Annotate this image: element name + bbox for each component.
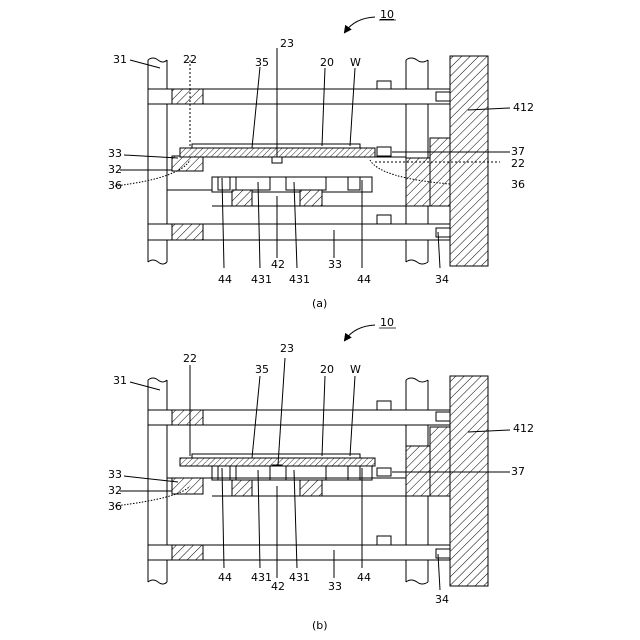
label-20: 20 — [320, 56, 334, 69]
label-22-right: 22 — [511, 157, 525, 170]
label-W: W — [350, 56, 361, 69]
figure-a: 10 — [108, 8, 534, 310]
label-36-right: 36 — [511, 178, 525, 191]
label-44-right: 44 — [357, 273, 371, 286]
label-33-bottom-b: 33 — [328, 580, 342, 593]
caption-b: (b) — [312, 619, 328, 632]
top-shelf-block — [172, 89, 203, 104]
label-33-bottom: 33 — [328, 258, 342, 271]
caption-a: (a) — [312, 297, 327, 310]
label-431-left: 431 — [251, 273, 272, 286]
label-35: 35 — [255, 56, 269, 69]
label-35-b: 35 — [255, 363, 269, 376]
label-44-left: 44 — [218, 273, 232, 286]
label-42-b: 42 — [271, 580, 285, 593]
label-33: 33 — [108, 147, 122, 160]
label-36: 36 — [108, 179, 122, 192]
label-44-right-b: 44 — [357, 571, 371, 584]
label-412: 412 — [513, 101, 534, 114]
label-W-b: W — [350, 363, 361, 376]
label-431-right: 431 — [289, 273, 310, 286]
label-32-b: 32 — [108, 484, 122, 497]
label-33-b: 33 — [108, 468, 122, 481]
label-44-left-b: 44 — [218, 571, 232, 584]
label-31: 31 — [113, 53, 127, 66]
label-37-b: 37 — [511, 465, 525, 478]
label-42: 42 — [271, 258, 285, 271]
ref-10-arrow — [345, 17, 375, 32]
ref-10-arrow-b — [345, 325, 375, 340]
wall-412 — [450, 56, 488, 266]
figure-b: 10 — [108, 316, 534, 632]
label-34-b: 34 — [435, 593, 449, 606]
label-412-b: 412 — [513, 422, 534, 435]
right-support-block — [406, 158, 430, 206]
ref-10-label-b: 10 — [380, 316, 394, 329]
label-22: 22 — [183, 53, 197, 66]
label-431-left-b: 431 — [251, 571, 272, 584]
label-23: 23 — [280, 37, 294, 50]
label-20-b: 20 — [320, 363, 334, 376]
label-34: 34 — [435, 273, 449, 286]
label-32: 32 — [108, 163, 122, 176]
label-36-b: 36 — [108, 500, 122, 513]
label-22-b: 22 — [183, 352, 197, 365]
wafer-W — [192, 144, 360, 148]
label-431-right-b: 431 — [289, 571, 310, 584]
label-31-b: 31 — [113, 374, 127, 387]
ref-10-label: 10 — [380, 8, 394, 21]
wall-412-b — [450, 376, 488, 586]
wafer-W-b — [192, 454, 360, 458]
label-23-b: 23 — [280, 342, 294, 355]
